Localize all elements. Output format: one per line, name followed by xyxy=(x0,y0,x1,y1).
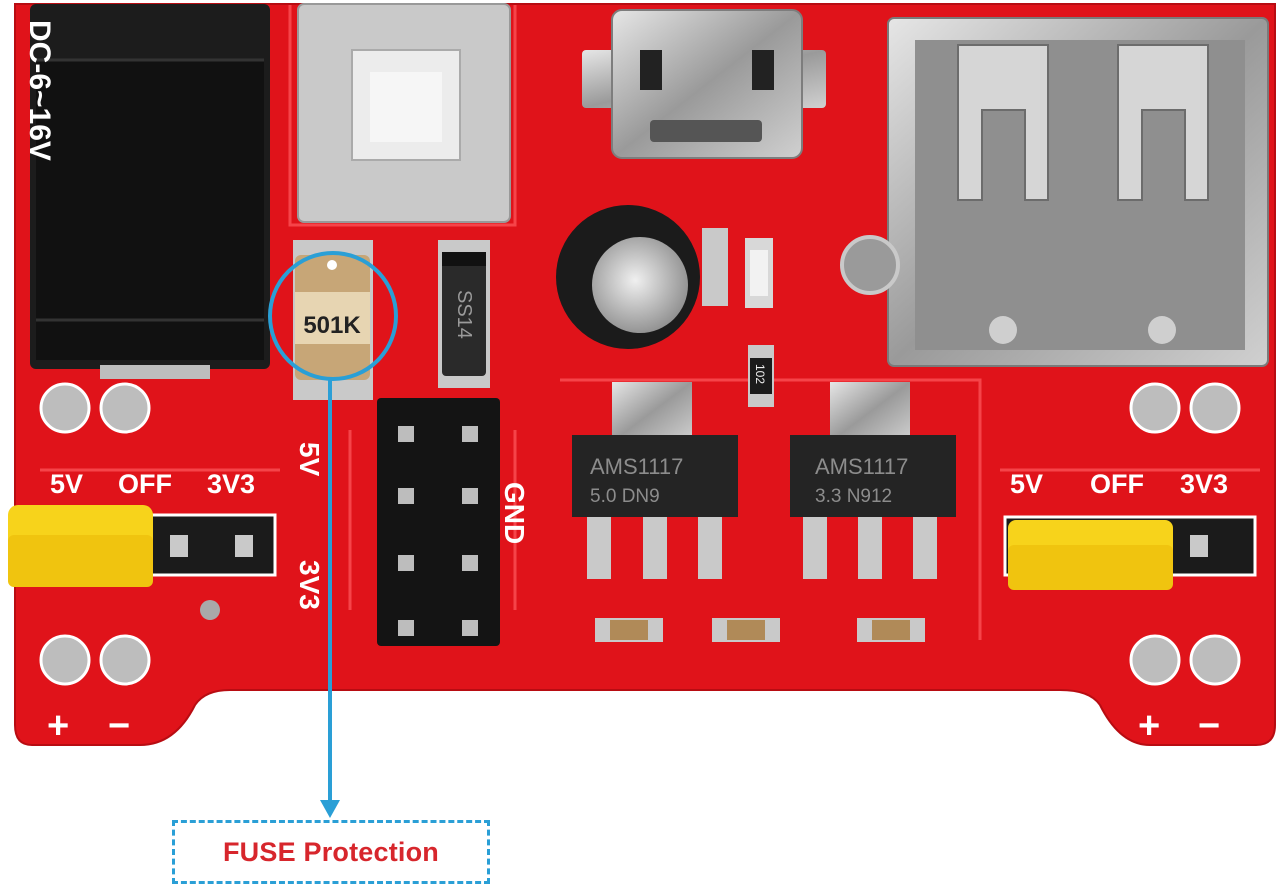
regulator-3v3-line2: 3.3 N912 xyxy=(815,486,892,507)
callout-arrow xyxy=(320,379,340,818)
right-3v3-label: 3V3 xyxy=(1180,469,1228,499)
left-jumper-pins xyxy=(148,513,277,577)
regulator-3v3 xyxy=(790,382,956,579)
via xyxy=(200,600,220,620)
diode xyxy=(438,240,490,388)
left-3v3-label: 3V3 xyxy=(207,469,255,499)
regulator-5v-line2: 5.0 DN9 xyxy=(590,486,660,507)
resistor xyxy=(748,345,774,407)
left-minus-label: − xyxy=(108,705,130,747)
right-5v-label: 5V xyxy=(1010,469,1043,499)
regulator-5v-line1: AMS1117 xyxy=(590,454,683,479)
right-off-label: OFF xyxy=(1090,469,1144,499)
fuse-highlight-ring xyxy=(268,251,398,381)
right-top-pins xyxy=(1129,382,1241,434)
callout-box: FUSE Protection xyxy=(172,820,490,884)
pcb-traces xyxy=(40,5,1260,640)
callout-label: FUSE Protection xyxy=(222,836,440,867)
left-top-pins xyxy=(39,382,151,434)
header-3v3-label: 3V3 xyxy=(294,560,325,610)
right-bottom-pins xyxy=(1129,634,1241,686)
right-minus-label: − xyxy=(1198,705,1220,747)
dc-jack-label: DC-6~16V xyxy=(23,20,56,161)
electrolytic-capacitor xyxy=(556,205,728,349)
dc-jack xyxy=(30,4,270,379)
left-jumper-cap xyxy=(8,505,153,587)
left-bottom-pins xyxy=(39,634,151,686)
right-plus-label: + xyxy=(1138,705,1160,747)
header-gnd-label: GND xyxy=(499,482,530,544)
micro-usb-port xyxy=(582,9,826,159)
diode-code: SS14 xyxy=(453,290,475,339)
led xyxy=(745,238,773,308)
fuse-code: 501K xyxy=(303,312,361,339)
left-5v-label: 5V xyxy=(50,469,83,499)
right-jumper-cap xyxy=(1008,520,1173,590)
resistor-code: 102 xyxy=(753,364,767,384)
left-plus-label: + xyxy=(47,705,69,747)
left-off-label: OFF xyxy=(118,469,172,499)
smd-capacitors xyxy=(595,618,925,642)
power-switch xyxy=(297,3,511,223)
usb-a-port xyxy=(887,17,1269,367)
regulator-5v xyxy=(572,382,738,579)
regulator-3v3-line1: AMS1117 xyxy=(815,454,908,479)
mounting-hole xyxy=(840,235,900,295)
pin-header xyxy=(377,398,500,646)
header-5v-label: 5V xyxy=(294,442,325,477)
